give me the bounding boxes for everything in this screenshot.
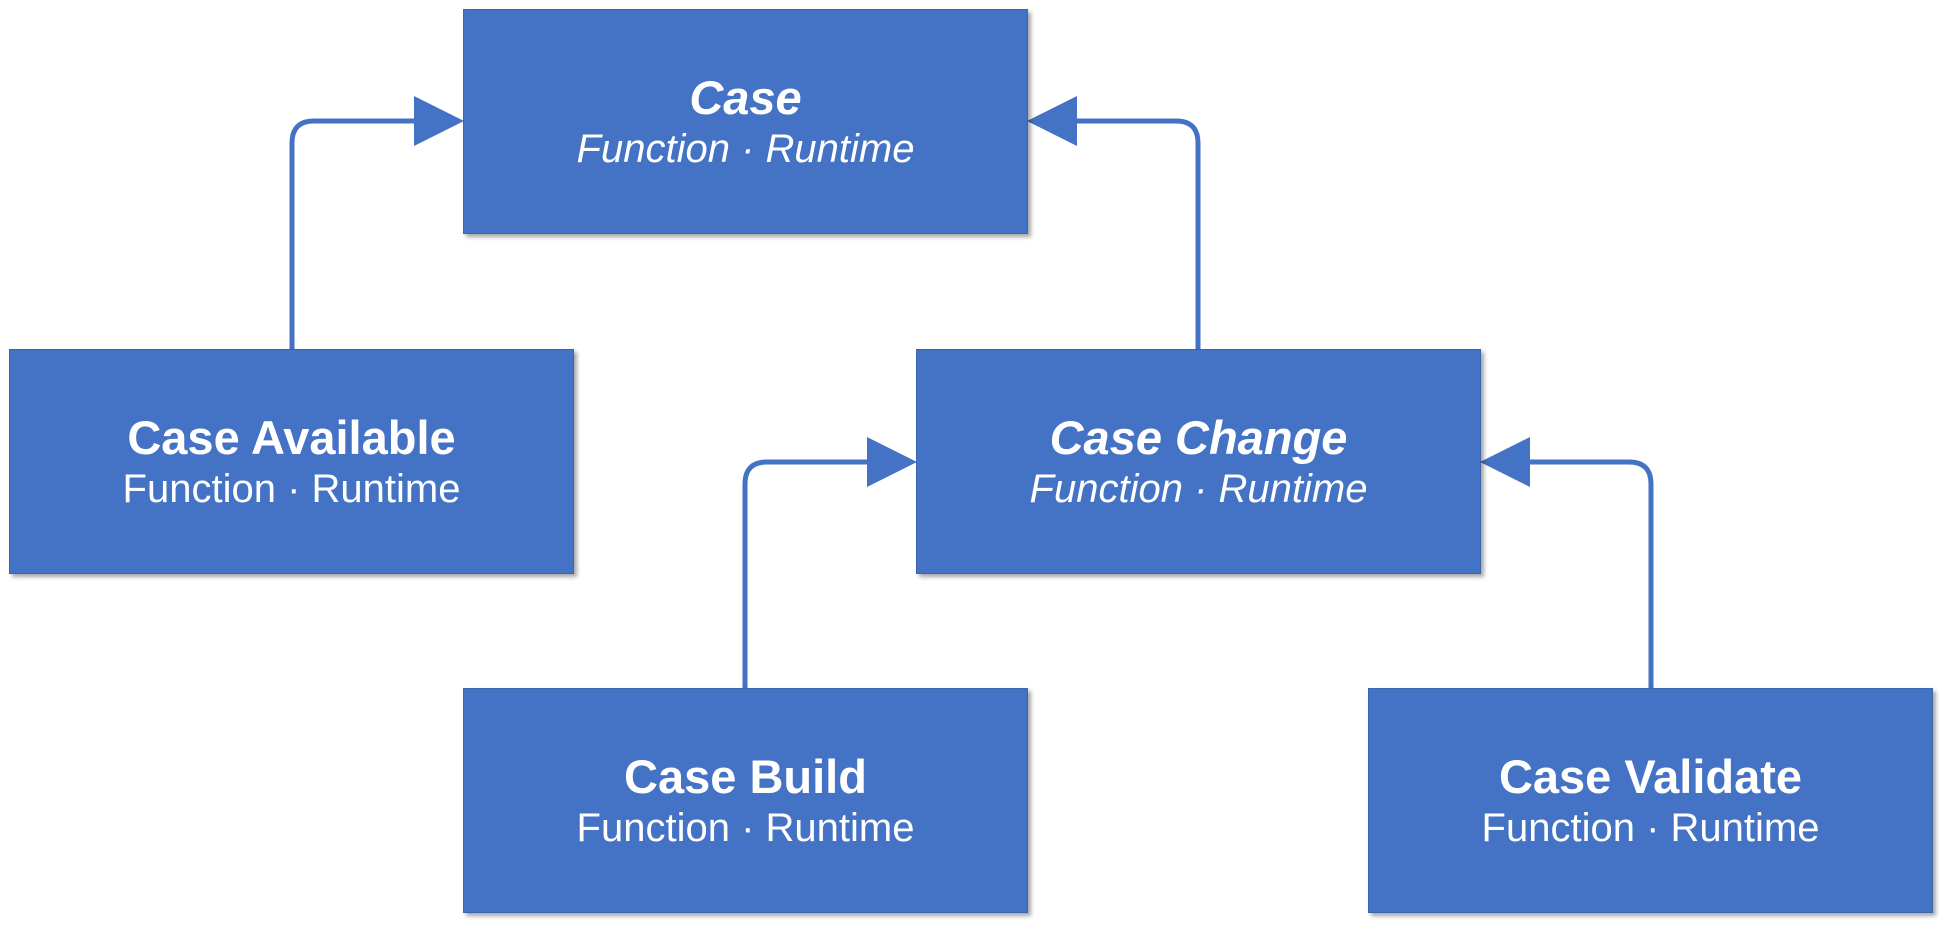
- node-case-change: Case Change Function · Runtime: [916, 349, 1481, 574]
- arrow-case-change-to-case: [1027, 96, 1201, 349]
- node-case-available-subtitle: Function · Runtime: [122, 467, 461, 512]
- node-case-change-subtitle: Function · Runtime: [1029, 467, 1368, 512]
- arrow-case-build-to-case-change: [742, 437, 917, 688]
- node-case-validate-title: Case Validate: [1498, 749, 1803, 803]
- node-case-available: Case Available Function · Runtime: [9, 349, 574, 574]
- node-case-change-title: Case Change: [1049, 410, 1348, 464]
- node-case-build-title: Case Build: [624, 749, 867, 803]
- arrow-case-validate-to-case-change: [1480, 437, 1654, 688]
- node-case-validate: Case Validate Function · Runtime: [1368, 688, 1933, 913]
- arrow-case-available-to-case: [289, 96, 464, 349]
- node-case-available-title: Case Available: [127, 410, 456, 464]
- node-case-title: Case: [689, 70, 802, 124]
- node-case-build: Case Build Function · Runtime: [463, 688, 1028, 913]
- node-case-build-subtitle: Function · Runtime: [576, 806, 915, 851]
- node-case-validate-subtitle: Function · Runtime: [1481, 806, 1820, 851]
- node-case-subtitle: Function · Runtime: [576, 127, 915, 172]
- node-case: Case Function · Runtime: [463, 9, 1028, 234]
